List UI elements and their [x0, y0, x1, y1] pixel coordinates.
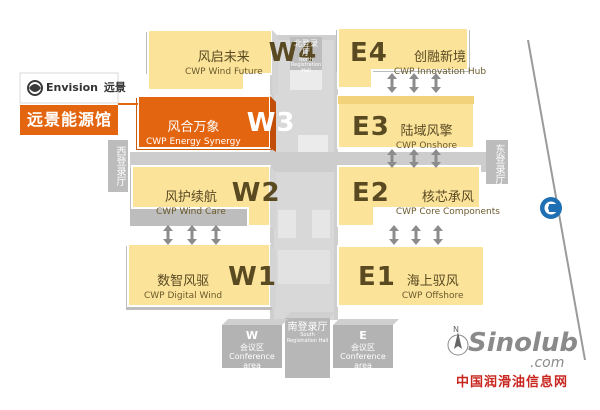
hall-w4-cn: 风启未来: [197, 50, 250, 65]
central-corridor: [270, 35, 338, 320]
conference-east-en: Conference area: [340, 351, 386, 371]
north-registration-cn: 北登录厅: [294, 39, 318, 57]
conference-west-label: W 会议区 Conference area: [222, 329, 282, 371]
south-registration-label: 南登录厅 South Registration Hall: [285, 322, 330, 344]
envision-logo-cn: 远景: [103, 81, 126, 94]
south-registration-cn: 南登录厅: [287, 322, 328, 333]
north-registration-en1: North: [299, 56, 313, 63]
north-registration-hall: [290, 37, 322, 70]
hall-w4[interactable]: [146, 29, 278, 94]
west-registration-label: 西登录厅: [114, 146, 125, 186]
west-registration-hall: [108, 140, 128, 192]
hall-e3-en: CWP Onshore: [395, 141, 458, 151]
hall-w4-label: 风启未来 CWP Wind Future W4: [185, 38, 317, 77]
compass-icon: [447, 332, 469, 356]
hall-e3-cn: 陆域风擎: [400, 124, 453, 139]
conference-east-key: E: [359, 329, 367, 342]
hall-w3-cn: 风合万象: [167, 120, 220, 135]
hall-e4-label: E4 创融新境 CWP Innovation Hub: [350, 38, 486, 77]
south-registration-hall: [285, 312, 335, 378]
hall-e1[interactable]: [337, 245, 485, 307]
hall-e2[interactable]: [337, 165, 481, 227]
hall-e2-en: CWP Core Components: [395, 207, 500, 217]
north-registration-en2: Registration Hall: [291, 62, 322, 74]
north-registration-label: 北登录厅 North Registration Hall: [291, 39, 322, 74]
hall-w1-cn: 数智风驱: [157, 274, 210, 289]
hall-e1-en: CWP Offshore: [401, 291, 464, 301]
hall-e4-en: CWP Innovation Hub: [393, 67, 487, 77]
metro-station-icon: [540, 197, 562, 219]
watermark-cn: 中国润滑油信息网: [456, 375, 569, 390]
compass-label: N: [453, 325, 459, 334]
envision-pavilion-label: 远景能源馆: [27, 110, 113, 129]
hall-w4-en: CWP Wind Future: [185, 67, 263, 77]
conference-west-key: W: [245, 329, 259, 342]
hall-w1-label: 数智风驱 CWP Digital Wind W1: [144, 262, 277, 301]
hall-e3[interactable]: [337, 95, 475, 149]
hall-w2-label: 风护续航 CWP Wind Care W2: [156, 178, 281, 217]
hall-w1-code: W1: [228, 262, 277, 292]
hall-w3-code: W3: [246, 108, 296, 138]
hall-e1-label: E1 海上驭风 CWP Offshore: [358, 262, 464, 301]
hall-e4-cn: 创融新境: [413, 50, 466, 65]
conference-west-cn: 会议区: [240, 342, 264, 352]
hall-w3-label: 风合万象 CWP Energy Synergy W3: [146, 108, 295, 147]
hall-e2-code: E2: [352, 178, 390, 208]
hall-w3-en: CWP Energy Synergy: [146, 137, 241, 147]
watermark-domain: .com: [530, 355, 565, 371]
conference-west-en: Conference area: [229, 351, 275, 371]
conference-area-west: [222, 319, 288, 368]
connector-arrows-east: [387, 73, 443, 245]
conference-east-cn: 会议区: [351, 342, 375, 352]
east-registration-hall: [486, 140, 508, 184]
envision-logo-name: Envision: [46, 81, 98, 94]
hall-e1-cn: 海上驭风: [406, 274, 459, 289]
south-registration-en1: South: [300, 332, 315, 338]
hall-w2-en: CWP Wind Care: [156, 207, 226, 217]
envision-logo-block: [19, 72, 138, 135]
conference-east-label: E 会议区 Conference area: [333, 329, 393, 371]
hall-e4-code: E4: [350, 38, 388, 68]
hall-e4[interactable]: [336, 27, 470, 89]
conference-area-east: [333, 319, 399, 368]
connector-arrows-west: [163, 225, 221, 245]
east-registration-label: 东登录厅: [493, 144, 504, 184]
south-registration-en2: Registration Hall: [286, 337, 329, 344]
hall-e3-code: E3: [352, 112, 390, 142]
hall-w3[interactable]: [136, 95, 276, 152]
hall-e3-label: E3 陆域风擎 CWP Onshore: [352, 112, 457, 151]
watermark-brand-text: Sinolub: [468, 328, 579, 358]
hall-w4-code: W4: [268, 38, 318, 68]
envision-logo-text: Envision 远景: [46, 82, 126, 93]
watermark-brand: Sinolub: [468, 330, 578, 356]
hall-e2-label: E2 核芯承风 CWP Core Components: [352, 178, 500, 217]
hall-e1-code: E1: [358, 262, 396, 292]
hall-w1-en: CWP Digital Wind: [144, 291, 223, 301]
hall-w2-code: W2: [231, 178, 281, 208]
hall-e2-cn: 核芯承风: [421, 190, 474, 205]
hall-w1[interactable]: [126, 243, 276, 310]
hall-w2[interactable]: [130, 165, 276, 230]
hall-w2-cn: 风护续航: [164, 190, 217, 205]
